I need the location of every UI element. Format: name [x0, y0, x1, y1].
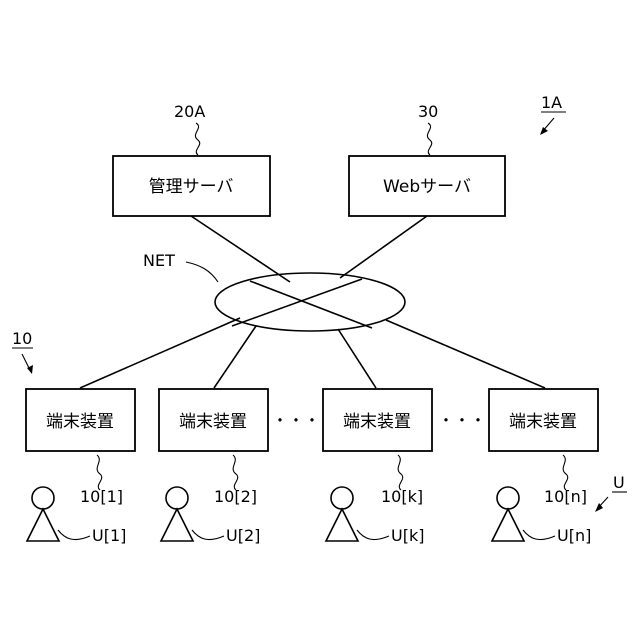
terminal-ref-leader-k	[398, 455, 403, 490]
user-leader-1	[58, 530, 90, 540]
terminal-label-n: 端末装置	[509, 412, 577, 432]
web-server-label: Webサーバ	[383, 177, 471, 197]
user-leader-2	[192, 530, 224, 540]
user-label-k: U[k]	[391, 526, 424, 545]
link-terminal-2	[214, 326, 256, 388]
user-label-2: U[2]	[226, 526, 260, 545]
terminal-ref-leader-2	[233, 455, 238, 490]
management-server-leader	[195, 123, 199, 155]
user-leader-k	[357, 530, 389, 540]
terminal-ref-1: 10[1]	[80, 487, 123, 506]
network-leader	[186, 262, 218, 282]
network-cross-line-1	[250, 281, 372, 328]
terminal-ref-2: 10[2]	[214, 487, 257, 506]
link-terminal-k	[338, 329, 376, 388]
users-group-ref: U	[613, 473, 625, 492]
ellipsis-1: ・・・	[272, 411, 320, 430]
user-figure-n	[492, 487, 524, 541]
terminal-ref-n: 10[n]	[544, 487, 587, 506]
web-server-ref: 30	[418, 102, 438, 121]
terminal-ref-leader-n	[563, 455, 568, 490]
user-label-1: U[1]	[92, 526, 126, 545]
link-management-server	[191, 216, 290, 282]
terminals-group-ref: 10	[12, 329, 32, 348]
user-figure-2	[161, 487, 193, 541]
terminal-ref-k: 10[k]	[381, 487, 423, 506]
system-ref-label: 1A	[541, 93, 562, 112]
terminal-ref-leader-1	[97, 455, 102, 490]
user-figure-1	[27, 487, 59, 541]
link-terminal-n	[386, 320, 545, 388]
link-web-server	[340, 216, 427, 278]
management-server-label: 管理サーバ	[149, 177, 234, 197]
user-leader-n	[523, 530, 555, 540]
user-figure-k	[326, 487, 358, 541]
management-server-ref: 20A	[174, 102, 205, 121]
link-terminal-1	[80, 318, 240, 388]
ellipsis-2: ・・・	[438, 411, 486, 430]
terminal-label-2: 端末装置	[179, 412, 247, 432]
system-ref-arrowhead	[540, 127, 548, 135]
terminal-label-1: 端末装置	[46, 412, 114, 432]
terminal-label-k: 端末装置	[343, 412, 411, 432]
user-label-n: U[n]	[557, 526, 591, 545]
network-label: NET	[143, 251, 175, 270]
web-server-leader	[427, 123, 431, 155]
network-cross-line-2	[232, 279, 362, 326]
